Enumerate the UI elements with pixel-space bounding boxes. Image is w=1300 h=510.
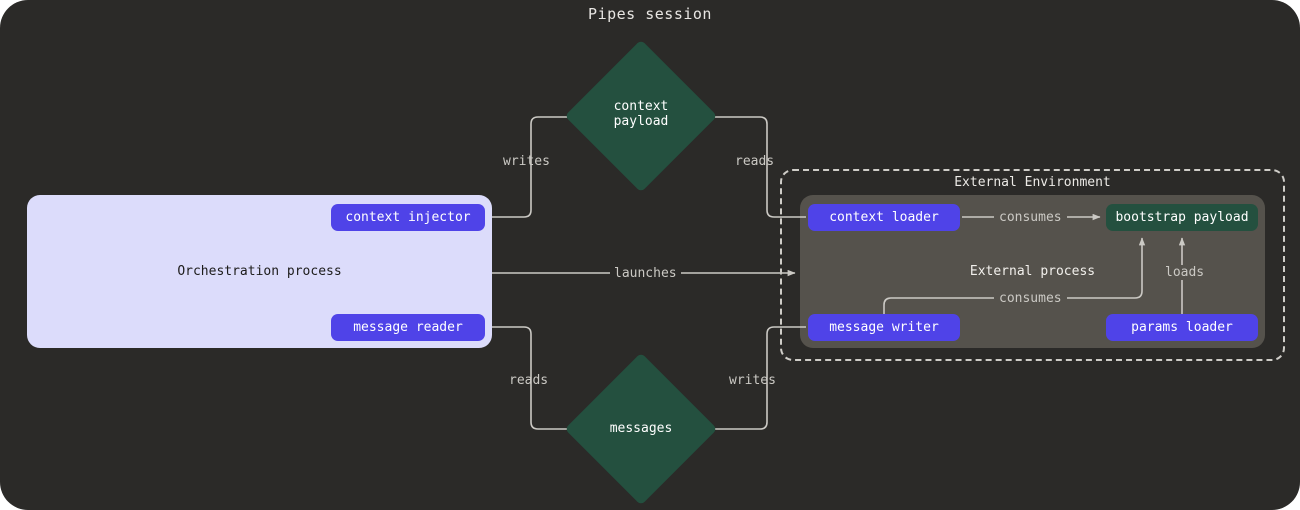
store-context-payload-line1: context (613, 99, 669, 114)
store-context-payload-label: context payload (561, 99, 721, 129)
edge-label-consumes-context: consumes (994, 210, 1067, 225)
node-message-reader[interactable]: message reader (331, 314, 485, 341)
node-context-loader[interactable]: context loader (808, 204, 960, 231)
node-context-injector[interactable]: context injector (331, 204, 485, 231)
external-environment-panel (780, 169, 1285, 361)
store-context-payload-line2: payload (613, 114, 669, 129)
node-params-loader[interactable]: params loader (1106, 314, 1258, 341)
edge-label-writes-context: writes (503, 154, 550, 169)
edge-label-loads: loads (1161, 265, 1209, 280)
edge-label-launches: launches (610, 266, 681, 281)
edge-label-consumes-message: consumes (994, 291, 1067, 306)
page-title: Pipes session (588, 5, 712, 23)
node-bootstrap-payload[interactable]: bootstrap payload (1106, 204, 1258, 231)
external-environment-label: External Environment (954, 175, 1111, 190)
edge-label-reads-context: reads (735, 154, 775, 169)
node-message-writer[interactable]: message writer (808, 314, 960, 341)
store-messages-label: messages (609, 421, 673, 436)
edge-label-writes-messages: writes (729, 373, 776, 388)
edge-label-reads-messages: reads (509, 373, 549, 388)
orchestration-process-label: Orchestration process (177, 264, 342, 279)
